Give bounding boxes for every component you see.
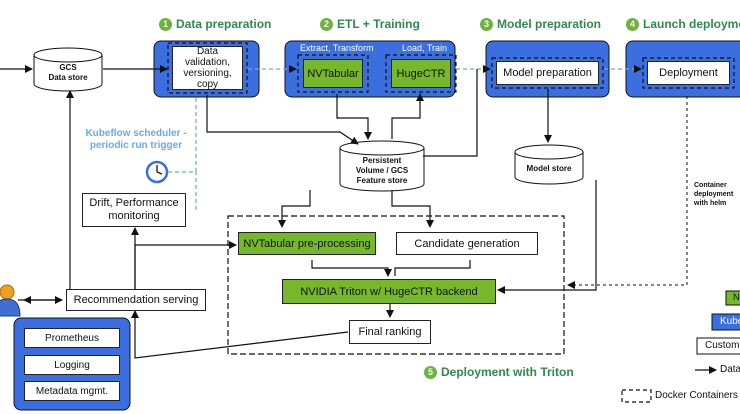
extract-transform-label: Extract, Transform xyxy=(300,43,374,53)
hugectr-box: HugeCTR xyxy=(391,59,451,88)
model-preparation-box: Model preparation xyxy=(496,61,599,85)
prometheus-box: Prometheus xyxy=(24,328,120,348)
person-icon xyxy=(0,284,21,317)
load-train-label: Load, Train xyxy=(402,43,448,53)
docker-triton xyxy=(227,215,565,355)
clock-icon xyxy=(145,160,169,184)
legend-data-label: Data xyxy=(720,364,740,375)
legend-green-label: N xyxy=(733,292,740,302)
persistent-volume-store: Persistent Volume / GCS Feature store xyxy=(355,156,409,185)
docker-model-prep xyxy=(491,57,604,89)
nvtabular-box: NVTabular xyxy=(303,59,363,88)
container-deployment-label: Container deployment with helm xyxy=(694,182,734,207)
logging-box: Logging xyxy=(24,355,120,375)
recommendation-serving-box: Recommendation serving xyxy=(66,289,206,311)
triton-hugectr-box: NVIDIA Triton w/ HugeCTR backend xyxy=(282,279,496,304)
metadata-mgmt-box: Metadata mgmt. xyxy=(24,381,120,401)
model-store: Model store xyxy=(526,164,572,173)
docker-hugectr xyxy=(385,54,457,93)
legend-kube-label: Kube xyxy=(720,316,740,327)
legend-custom-label: Custom xyxy=(705,340,740,351)
kubeflow-scheduler-label: Kubeflow scheduler - periodic run trigge… xyxy=(85,128,187,151)
candidate-generation-box: Candidate generation xyxy=(396,232,538,255)
data-validation-box: Data validation, versioning, copy xyxy=(172,46,243,90)
legend-docker-label: Docker Containers xyxy=(655,390,738,401)
docker-data-prep xyxy=(167,42,248,94)
final-ranking-box: Final ranking xyxy=(349,320,431,344)
deployment-box: Deployment xyxy=(647,61,730,85)
docker-deployment xyxy=(642,57,735,89)
drift-monitoring-box: Drift, Performance monitoring xyxy=(82,193,186,227)
nvtabular-preprocessing-box: NVTabular pre-processing xyxy=(238,232,376,255)
docker-nvtabular xyxy=(297,54,369,93)
gcs-data-store: GCS Data store xyxy=(48,63,88,82)
